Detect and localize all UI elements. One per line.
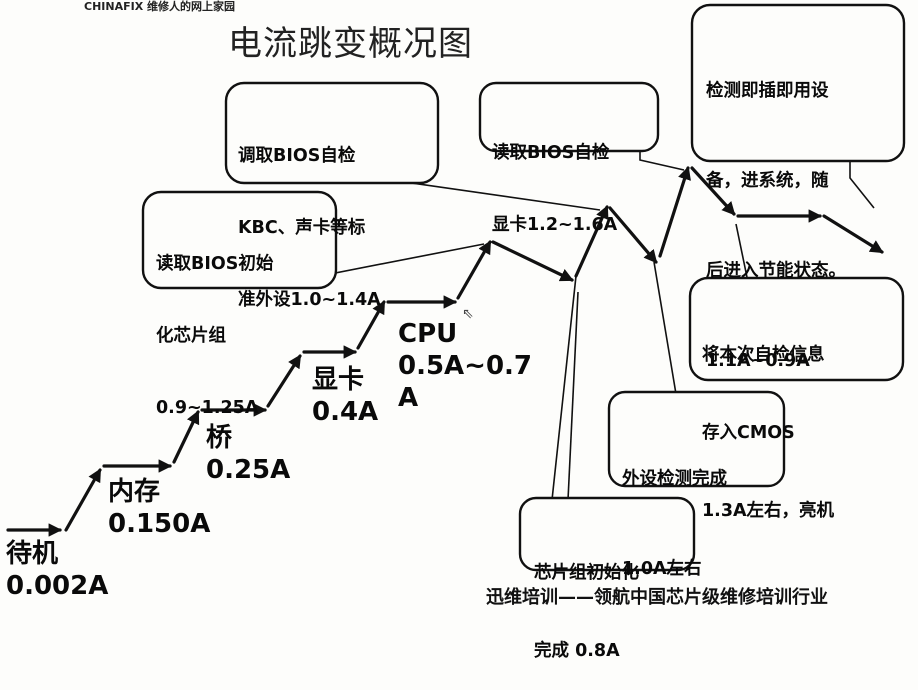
callout-save-cmos: 将本次自检信息 存入CMOS 1.3A左右，亮机 xyxy=(702,290,834,550)
callout-line: 读取BIOS初始 xyxy=(156,254,274,274)
step-arrow xyxy=(658,166,691,258)
step-arrow xyxy=(574,205,609,278)
stage-value: 0.002A xyxy=(6,571,109,601)
callout-gpu-selftest: 读取BIOS自检 显卡1.2~1.6A xyxy=(492,93,617,261)
step-arrow xyxy=(266,354,302,408)
callout-box-chipset-init xyxy=(141,190,338,290)
callout-box-plug-and-play xyxy=(690,3,906,163)
callout-kbc-sound: 调取BIOS自检 KBC、声卡等标 准外设1.0~1.4A xyxy=(238,96,381,336)
stage-name: 桥 xyxy=(206,423,233,453)
current-diagram-canvas xyxy=(6,3,906,572)
callout-box-gpu-selftest xyxy=(478,81,660,153)
callout-box-peripheral-done xyxy=(607,390,786,488)
stage-value-continued: A xyxy=(398,383,419,413)
callout-line: 化芯片组 xyxy=(156,326,226,346)
callout-line: 检测即插即用设 xyxy=(706,81,829,101)
step-arrow xyxy=(608,206,658,264)
callout-boxes xyxy=(141,3,906,572)
callout-line: KBC、声卡等标 xyxy=(238,218,366,238)
step-arrow xyxy=(822,214,884,254)
callout-line: 准外设1.0~1.4A xyxy=(238,290,381,310)
stage-label-bridge: 桥 0.25A xyxy=(206,422,290,486)
callout-line: 将本次自检信息 xyxy=(702,345,825,365)
callout-line: 存入CMOS xyxy=(702,423,795,443)
callout-chipset-init: 读取BIOS初始 化芯片组 0.9~1.25A xyxy=(156,204,273,444)
callout-line: 读取BIOS自检 xyxy=(492,143,610,163)
callout-line: 0.9~1.25A xyxy=(156,398,259,418)
step-arrow xyxy=(172,410,200,464)
callout-line: 1.0A左右 xyxy=(622,559,702,579)
callout-plug-and-play: 检测即插即用设 备，进系统，随 后进入节能状态。 1.1A~0.9A xyxy=(706,16,846,406)
footer-slogan: 迅维培训——领航中国芯片级维修培训行业 xyxy=(486,587,828,608)
stage-label-cpu: CPU 0.5A~0.7 A xyxy=(398,318,532,414)
step-arrow xyxy=(491,240,574,282)
cursor-icon: ⇖ xyxy=(462,306,474,322)
stage-name: 内存 xyxy=(108,477,161,507)
stage-label-memory: 内存 0.150A xyxy=(108,476,210,540)
callout-line: 备，进系统，随 xyxy=(706,171,829,191)
callout-box-kbc-sound xyxy=(224,81,440,185)
stage-value: 0.25A xyxy=(206,455,291,485)
chinafix-logo: CHINAFIX 维修人的网上家园 xyxy=(84,0,236,13)
step-arrow xyxy=(64,468,102,532)
callout-line: 后进入节能状态。 xyxy=(706,261,846,281)
callout-line: 芯片组初始化 xyxy=(534,563,639,583)
callout-line: 完成 0.8A xyxy=(534,641,620,661)
page-title: 电流跳变概况图 xyxy=(228,24,473,64)
stage-label-gpu: 显卡 0.4A xyxy=(312,364,378,428)
step-arrow xyxy=(690,166,736,216)
callout-box-chipset-done xyxy=(518,496,696,572)
callout-peripheral-done: 外设检测完成 1.0A左右 xyxy=(622,404,727,614)
stage-name: CPU xyxy=(398,319,458,349)
stage-value: 0.150A xyxy=(108,509,211,539)
stage-name: 待机 xyxy=(6,539,59,569)
stage-value: 0.4A xyxy=(312,397,379,427)
stage-label-standby: 待机 0.002A xyxy=(6,538,108,602)
callout-line: 1.1A~0.9A xyxy=(706,351,810,371)
callout-line: 1.3A左右，亮机 xyxy=(702,501,835,521)
current-staircase xyxy=(6,166,884,537)
callout-line: 外设检测完成 xyxy=(622,469,727,489)
callout-box-save-cmos xyxy=(688,276,905,382)
stage-name: 显卡 xyxy=(312,365,365,395)
stage-value: 0.5A~0.7 xyxy=(398,351,533,381)
step-arrow xyxy=(456,240,492,300)
step-arrow xyxy=(356,300,386,350)
callout-line: 调取BIOS自检 xyxy=(238,146,356,166)
callout-line: 显卡1.2~1.6A xyxy=(492,215,618,235)
